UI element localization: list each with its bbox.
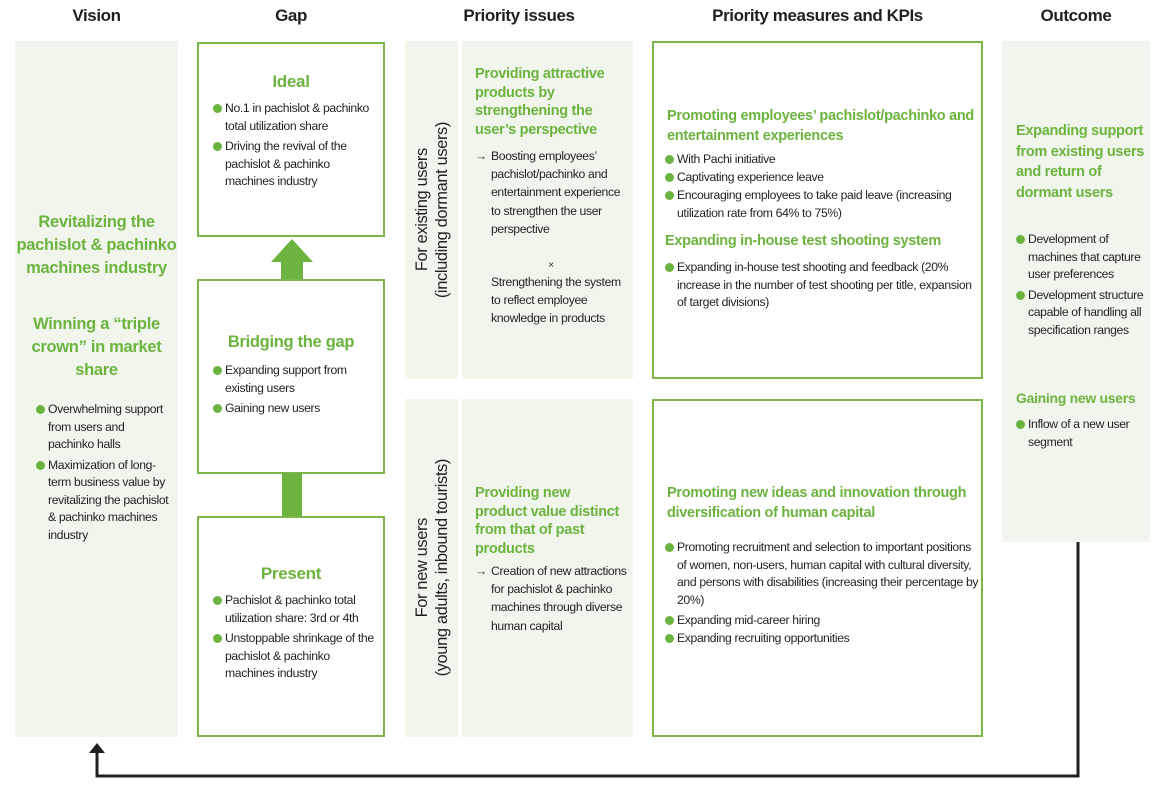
bullet-dot-icon [213,634,222,643]
bullet-dot-icon [213,366,222,375]
bullet-dot-icon [665,155,674,164]
right-arrow-icon: → [475,149,487,163]
measures-bullet: Promoting recruitment and selection to i… [665,539,980,609]
measures-bullet: Captivating experience leave [665,169,980,187]
column-header-vision: Vision [72,6,121,25]
measures-existing-bullets-2: Expanding in-house test shooting and fee… [665,259,980,315]
column-header-outcome: Outcome [1040,6,1112,25]
gap-ideal-bullet: No.1 in pachislot & pachinko total utili… [213,100,373,135]
outcome-title-2: Gaining new users [1016,390,1136,406]
measures-bullet: Encouraging employees to take paid leave… [665,187,980,222]
outcome-bullet: Development of machines that capture use… [1016,231,1148,284]
bullet-dot-icon [36,405,45,414]
gap-connector-bar [282,473,302,517]
gap-present-box: Present Pachislot & pachinko total utili… [197,516,385,737]
issues-new-cell: Providing new product value distinct fro… [462,399,633,737]
gap-present-bullets: Pachislot & pachinko total utilization s… [213,592,378,686]
bullet-dot-icon [665,616,674,625]
bullet-dot-icon [665,191,674,200]
outcome-bullet: Inflow of a new user segment [1016,416,1148,451]
gap-bridging-bullet: Expanding support from existing users [213,362,378,397]
outcome-bullets-1: Development of machines that capture use… [1016,231,1148,342]
gap-ideal-bullets: No.1 in pachislot & pachinko total utili… [213,100,373,194]
outcome-bullet: Development structure capable of handlin… [1016,287,1148,340]
measures-new-bullets: Promoting recruitment and selection to i… [665,539,980,651]
column-header-gap: Gap [275,6,307,25]
bullet-dot-icon [1016,290,1025,300]
issues-existing-title: Providing attractive products by strengt… [475,66,605,138]
issues-existing-cell: Providing attractive products by strengt… [462,41,633,379]
bullet-dot-icon [1016,235,1025,244]
measures-bullet: Expanding mid-career hiring [665,612,980,630]
feedback-arrowhead-icon [89,743,105,753]
gap-bridging-bullets: Expanding support from existing users Ga… [213,362,378,421]
issues-new-title: Providing new product value distinct fro… [475,485,620,557]
bullet-dot-icon [213,142,222,151]
bullet-dot-icon [665,173,674,182]
vision-title: Revitalizing the pachislot & pachinko ma… [16,213,177,277]
measures-existing-bullets-1: With Pachi initiative Captivating experi… [665,151,980,225]
vision-bullets: Overwhelming support from users and pach… [36,401,171,547]
issues-existing-text: Boosting employees’ pachislot/pachinko a… [491,149,621,236]
measures-bullet: Expanding in-house test shooting and fee… [665,259,980,312]
column-header-priority-issues: Priority issues [463,6,575,25]
outcome-bullets-2: Inflow of a new user segment [1016,416,1148,454]
measures-existing-title-2: Expanding in-house test shooting system [665,233,941,249]
issues-existing-label: For existing users (including dormant us… [412,121,451,299]
outcome-title-1: Expanding support from existing users an… [1016,123,1145,201]
measures-bullet: With Pachi initiative [665,151,980,169]
column-header-measures: Priority measures and KPIs [712,6,923,25]
gap-present-title: Present [260,564,322,583]
vision-market-share-title: Winning a “triple crown” in market share [31,315,162,379]
vision-panel: Revitalizing the pachislot & pachinko ma… [15,41,178,737]
measures-bullet: Expanding recruiting opportunities [665,630,980,648]
bullet-dot-icon [665,634,674,643]
bullet-dot-icon [1016,420,1025,429]
gap-bridging-bullet: Gaining new users [213,400,378,418]
issues-new-label-cell: For new users (young adults, inbound tou… [405,399,458,737]
gap-ideal-bullet: Driving the revival of the pachislot & p… [213,138,373,191]
issues-new-label: For new users (young adults, inbound tou… [412,459,451,677]
bullet-dot-icon [213,404,222,413]
bullet-dot-icon [665,263,674,272]
gap-present-bullet: Pachislot & pachinko total utilization s… [213,592,378,627]
measures-new-title: Promoting new ideas and innovation throu… [667,485,967,521]
vision-bullet: Maximization of long-term business value… [36,457,171,545]
gap-bridging-box: Bridging the gap Expanding support from … [197,279,385,474]
measures-new-box: Promoting new ideas and innovation throu… [652,399,983,737]
measures-existing-title-1: Promoting employees’ pachislot/pachinko … [667,108,974,144]
bullet-dot-icon [213,596,222,605]
times-icon: × [548,260,554,271]
issues-new-text: Creation of new attractions for pachislo… [491,564,627,633]
issues-existing-label-cell: For existing users (including dormant us… [405,41,458,379]
up-arrow-icon [271,239,313,280]
outcome-panel: Expanding support from existing users an… [1002,41,1150,542]
right-arrow-icon: → [475,564,487,578]
bullet-dot-icon [665,543,674,552]
gap-present-bullet: Unstoppable shrinkage of the pachislot &… [213,630,378,683]
gap-ideal-box: Ideal No.1 in pachislot & pachinko total… [197,42,385,237]
gap-bridging-title: Bridging the gap [227,333,355,351]
vision-bullet: Overwhelming support from users and pach… [36,401,171,454]
issues-existing-text-2: Strengthening the system to reflect empl… [491,275,621,326]
measures-existing-box: Promoting employees’ pachislot/pachinko … [652,41,983,379]
gap-ideal-title: Ideal [272,72,310,91]
bullet-dot-icon [213,104,222,113]
bullet-dot-icon [36,460,45,470]
